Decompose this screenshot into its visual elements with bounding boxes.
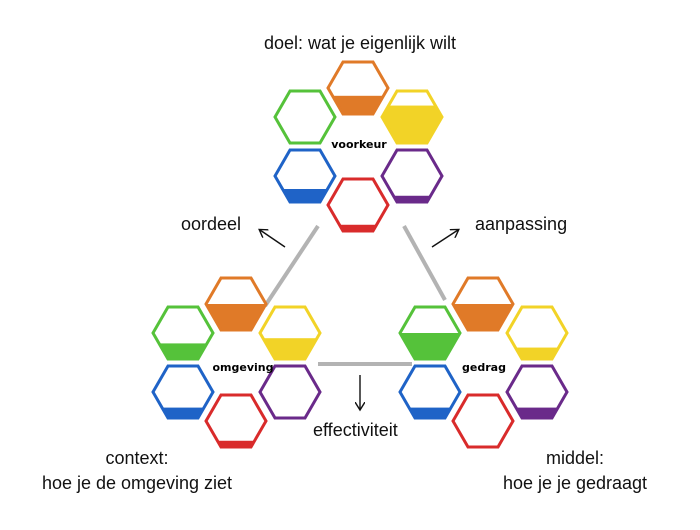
hexagon-purple xyxy=(505,364,569,420)
hexagon-fill-blue xyxy=(153,407,213,418)
cluster-voorkeur: voorkeur xyxy=(273,60,444,233)
hexagon-yellow xyxy=(505,305,569,361)
hexagon-fill-blue xyxy=(400,407,460,418)
hexagon-purple xyxy=(258,364,322,420)
middel-heading: middel: xyxy=(545,448,605,468)
hexagon-yellow xyxy=(380,89,444,145)
context-description: hoe je de omgeving ziet xyxy=(41,473,233,493)
hexagon-orange xyxy=(326,60,390,116)
hexagon-fill-orange xyxy=(328,95,388,114)
arrow-left xyxy=(260,230,286,248)
arrow-right xyxy=(431,230,458,248)
hexagon-fill-green xyxy=(153,343,213,359)
hexagon-purple xyxy=(380,148,444,204)
hexagon-green xyxy=(151,305,215,361)
hexagon-yellow xyxy=(258,305,322,361)
hexagon-blue xyxy=(273,148,337,204)
label-oordeel: oordeel xyxy=(181,214,242,234)
hexagon-fill-purple xyxy=(507,407,567,418)
hexagon-red xyxy=(204,393,268,449)
hexagon-fill-yellow xyxy=(507,347,567,359)
cluster-label-voorkeur: voorkeur xyxy=(331,138,387,151)
hexagon-green xyxy=(273,89,337,145)
hexagon-red xyxy=(451,393,515,449)
cluster-gedrag: gedrag xyxy=(398,276,569,449)
hexagon-orange xyxy=(451,276,515,332)
middel-description: hoe je je gedraagt xyxy=(502,473,648,493)
hexagon-fill-yellow xyxy=(382,105,442,143)
hexagon-fill-red xyxy=(206,440,266,447)
hexagon-red xyxy=(326,177,390,233)
hexagon-fill-purple xyxy=(382,195,442,202)
connector-right xyxy=(402,225,447,301)
connector-left xyxy=(263,224,320,308)
hexagon-fill-yellow xyxy=(260,338,320,359)
context-heading: context: xyxy=(105,448,169,468)
hexagon-green xyxy=(398,305,462,361)
cluster-label-gedrag: gedrag xyxy=(462,361,506,374)
label-effectiviteit: effectiviteit xyxy=(313,420,398,440)
cluster-label-omgeving: omgeving xyxy=(213,361,274,374)
hexagon-blue xyxy=(398,364,462,420)
hexagon-blue xyxy=(151,364,215,420)
hexagon-fill-blue xyxy=(275,189,335,202)
label-aanpassing: aanpassing xyxy=(475,214,568,234)
hexagon-fill-red xyxy=(328,224,388,231)
cluster-omgeving: omgeving xyxy=(151,276,322,449)
hexagon-orange xyxy=(204,276,268,332)
goal-title: doel: wat je eigenlijk wilt xyxy=(263,33,457,53)
